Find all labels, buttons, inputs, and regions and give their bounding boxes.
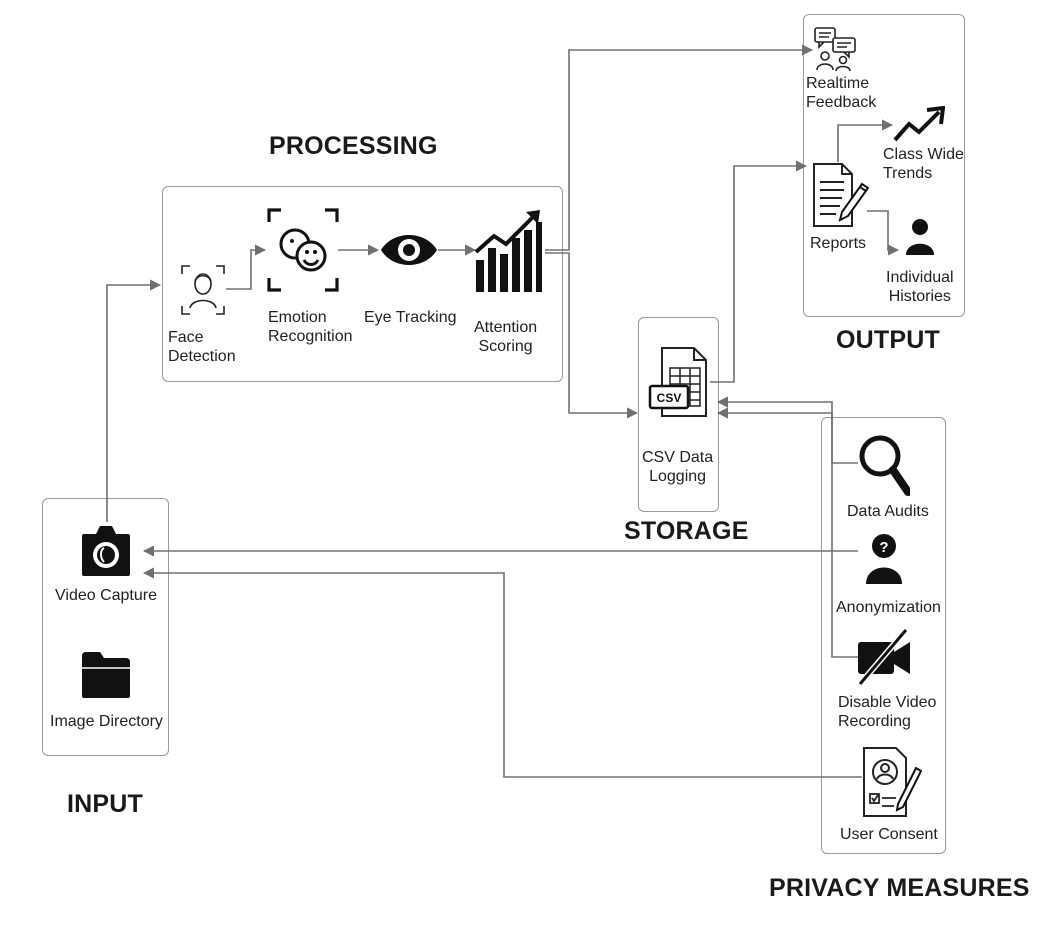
svg-text:?: ? xyxy=(879,539,888,556)
arrow-disable-to-storage xyxy=(716,407,858,658)
folder-icon xyxy=(82,652,130,698)
user-consent-icon xyxy=(863,747,922,817)
video-off-icon xyxy=(857,628,910,686)
csv-icon-text: CSV xyxy=(657,391,682,405)
anonymization-label: Anonymization xyxy=(836,599,941,616)
arrow-audits-to-storage xyxy=(716,396,858,464)
processing-box xyxy=(162,186,563,382)
reports-icon xyxy=(813,163,870,227)
arrow-attention-to-storage xyxy=(545,252,639,419)
reports-label: Reports xyxy=(810,235,867,252)
storage-heading: STORAGE xyxy=(624,517,749,545)
arrow-video-to-processing xyxy=(106,279,162,522)
realtime-feedback-icon xyxy=(814,27,856,72)
input-heading: INPUT xyxy=(67,790,143,818)
user-consent-label: User Consent xyxy=(840,826,938,843)
attention-scoring-icon xyxy=(474,210,542,292)
face-detection-icon xyxy=(181,265,225,315)
emotion-recognition-icon xyxy=(267,208,339,292)
arrow-consent-to-video xyxy=(142,567,862,778)
processing-heading: PROCESSING xyxy=(269,132,438,160)
arrow-storage-to-reports xyxy=(710,160,808,383)
eye-icon xyxy=(381,235,437,265)
arrow-reports-to-trends xyxy=(837,119,894,162)
data-audits-label: Data Audits xyxy=(847,503,929,520)
csv-file-icon: CSV xyxy=(648,347,707,417)
arrow-attention-to-feedback xyxy=(545,44,814,251)
video-capture-label: Video Capture xyxy=(55,587,157,604)
privacy-heading: PRIVACY MEASURES xyxy=(769,874,1030,902)
person-icon xyxy=(906,219,934,255)
arrow-face-to-emotion xyxy=(226,244,267,290)
arrow-reports-to-histories xyxy=(867,210,900,256)
magnifier-icon xyxy=(859,435,910,496)
trend-up-icon xyxy=(893,106,945,142)
output-heading: OUTPUT xyxy=(836,326,940,354)
eye-tracking-label: Eye Tracking xyxy=(364,309,457,326)
camera-icon xyxy=(82,526,130,576)
anonymous-user-icon: ? xyxy=(866,534,902,584)
image-directory-label: Image Directory xyxy=(50,713,163,730)
